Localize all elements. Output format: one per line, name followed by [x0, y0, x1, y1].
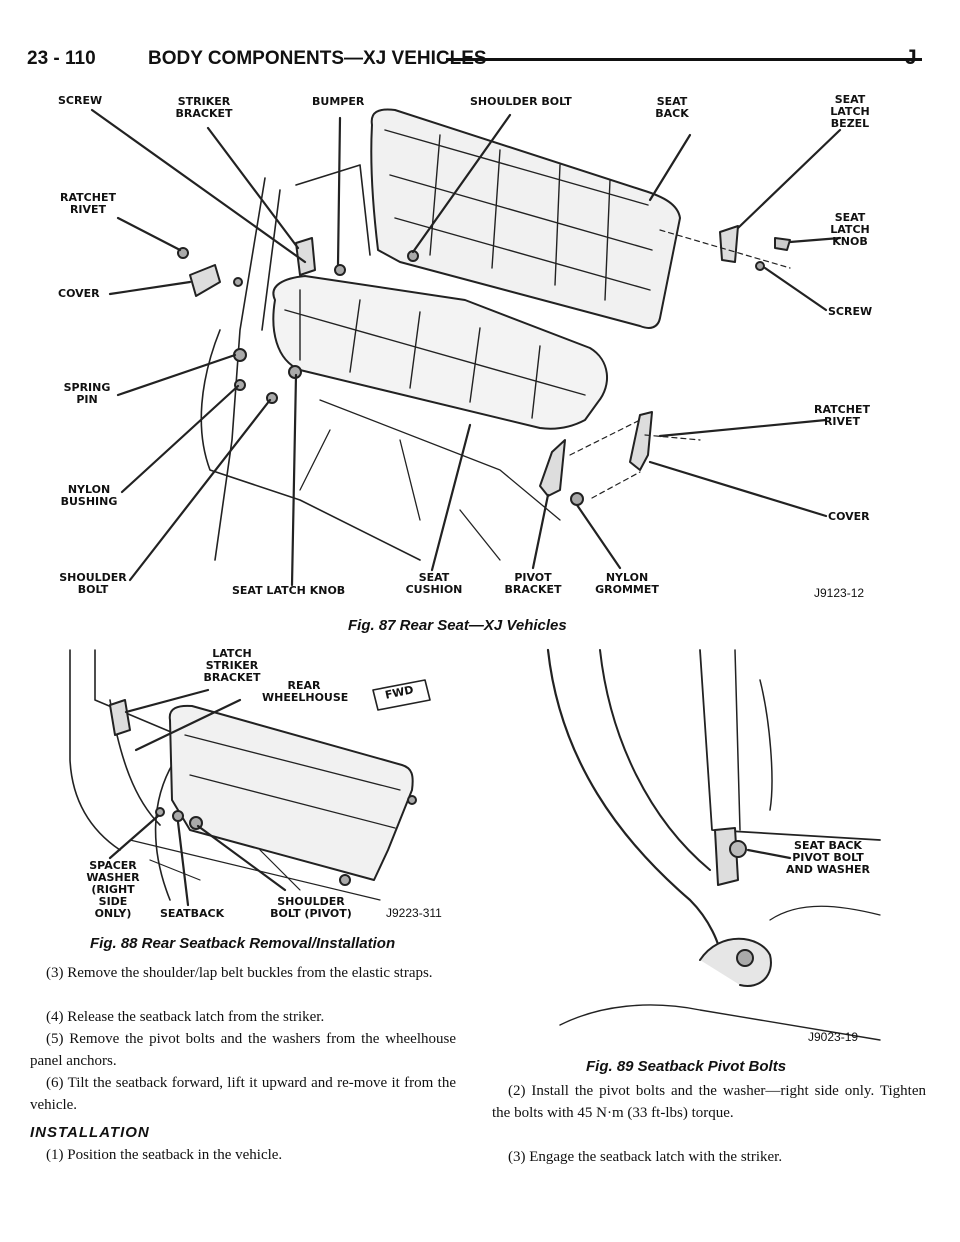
label-spacer-washer: SPACER WASHER (RIGHT SIDE ONLY)	[86, 859, 140, 920]
label-spring-pin: SPRING PIN	[63, 381, 111, 406]
install-step-1: (1) Position the seatback in the vehicle…	[46, 1147, 283, 1163]
label-seat-back: SEAT BACK	[655, 95, 689, 120]
step-6: (6) Tilt the seatback forward, lift it u…	[30, 1075, 456, 1113]
figure-88-caption: Fig. 88 Rear Seatback Removal/Installati…	[90, 935, 396, 952]
label-seat-latch-knob-bottom: SEAT LATCH KNOB	[232, 584, 346, 597]
label-seat-latch-knob-right: SEAT LATCH KNOB	[830, 211, 870, 248]
label-seatback: SEATBACK	[160, 907, 225, 920]
label-latch-striker-bracket: LATCH STRIKER BRACKET	[203, 647, 261, 684]
label-cover-right: COVER	[828, 510, 870, 523]
label-rear-wheelhouse: REAR WHEELHOUSE	[262, 679, 349, 704]
label-nylon-grommet: NYLON GROMMET	[595, 571, 659, 596]
step-4: (4) Release the seatback latch from the …	[46, 1009, 325, 1025]
label-shoulder-bolt-bottom: SHOULDER BOLT	[59, 571, 127, 596]
step-3: (3) Remove the shoulder/lap belt buckles…	[46, 965, 433, 981]
figure-89-caption: Fig. 89 Seatback Pivot Bolts	[586, 1058, 787, 1075]
figure-87-caption: Fig. 87 Rear Seat—XJ Vehicles	[348, 617, 567, 634]
label-nylon-bushing: NYLON BUSHING	[60, 483, 118, 508]
label-screw-top: SCREW	[58, 94, 103, 107]
figure-88-code: J9223-311	[386, 906, 442, 920]
label-seat-cushion: SEAT CUSHION	[405, 571, 463, 596]
install-step-3: (3) Engage the seatback latch with the s…	[508, 1149, 783, 1165]
label-ratchet-rivet-right: RATCHET RIVET	[814, 403, 870, 428]
label-ratchet-rivet-left: RATCHET RIVET	[60, 191, 116, 216]
label-shoulder-bolt-top: SHOULDER BOLT	[470, 95, 572, 108]
label-cover-left: COVER	[58, 287, 100, 300]
figure-87-code: J9123-12	[814, 586, 865, 600]
section-title: BODY COMPONENTS—XJ VEHICLES	[148, 48, 487, 69]
section-tab: J	[905, 46, 917, 69]
label-shoulder-bolt-pivot: SHOULDER BOLT (PIVOT)	[270, 895, 352, 920]
header-rule	[446, 58, 922, 61]
label-seat-latch-bezel: SEAT LATCH BEZEL	[830, 93, 870, 130]
label-striker-bracket: STRIKER BRACKET	[175, 95, 233, 120]
installation-heading: INSTALLATION	[30, 1124, 150, 1141]
page-number: 23 - 110	[27, 48, 96, 69]
label-screw-right: SCREW	[828, 305, 873, 318]
rear-seat-illustration	[90, 108, 842, 587]
step-5: (5) Remove the pivot bolts and the washe…	[30, 1031, 456, 1069]
label-bumper: BUMPER	[312, 95, 365, 108]
label-pivot-bolt: SEAT BACK PIVOT BOLT AND WASHER	[786, 839, 870, 876]
figure-89-code: J9023-19	[808, 1030, 859, 1044]
install-step-2: (2) Install the pivot bolts and the wash…	[492, 1083, 926, 1121]
label-pivot-bracket: PIVOT BRACKET	[504, 571, 562, 596]
